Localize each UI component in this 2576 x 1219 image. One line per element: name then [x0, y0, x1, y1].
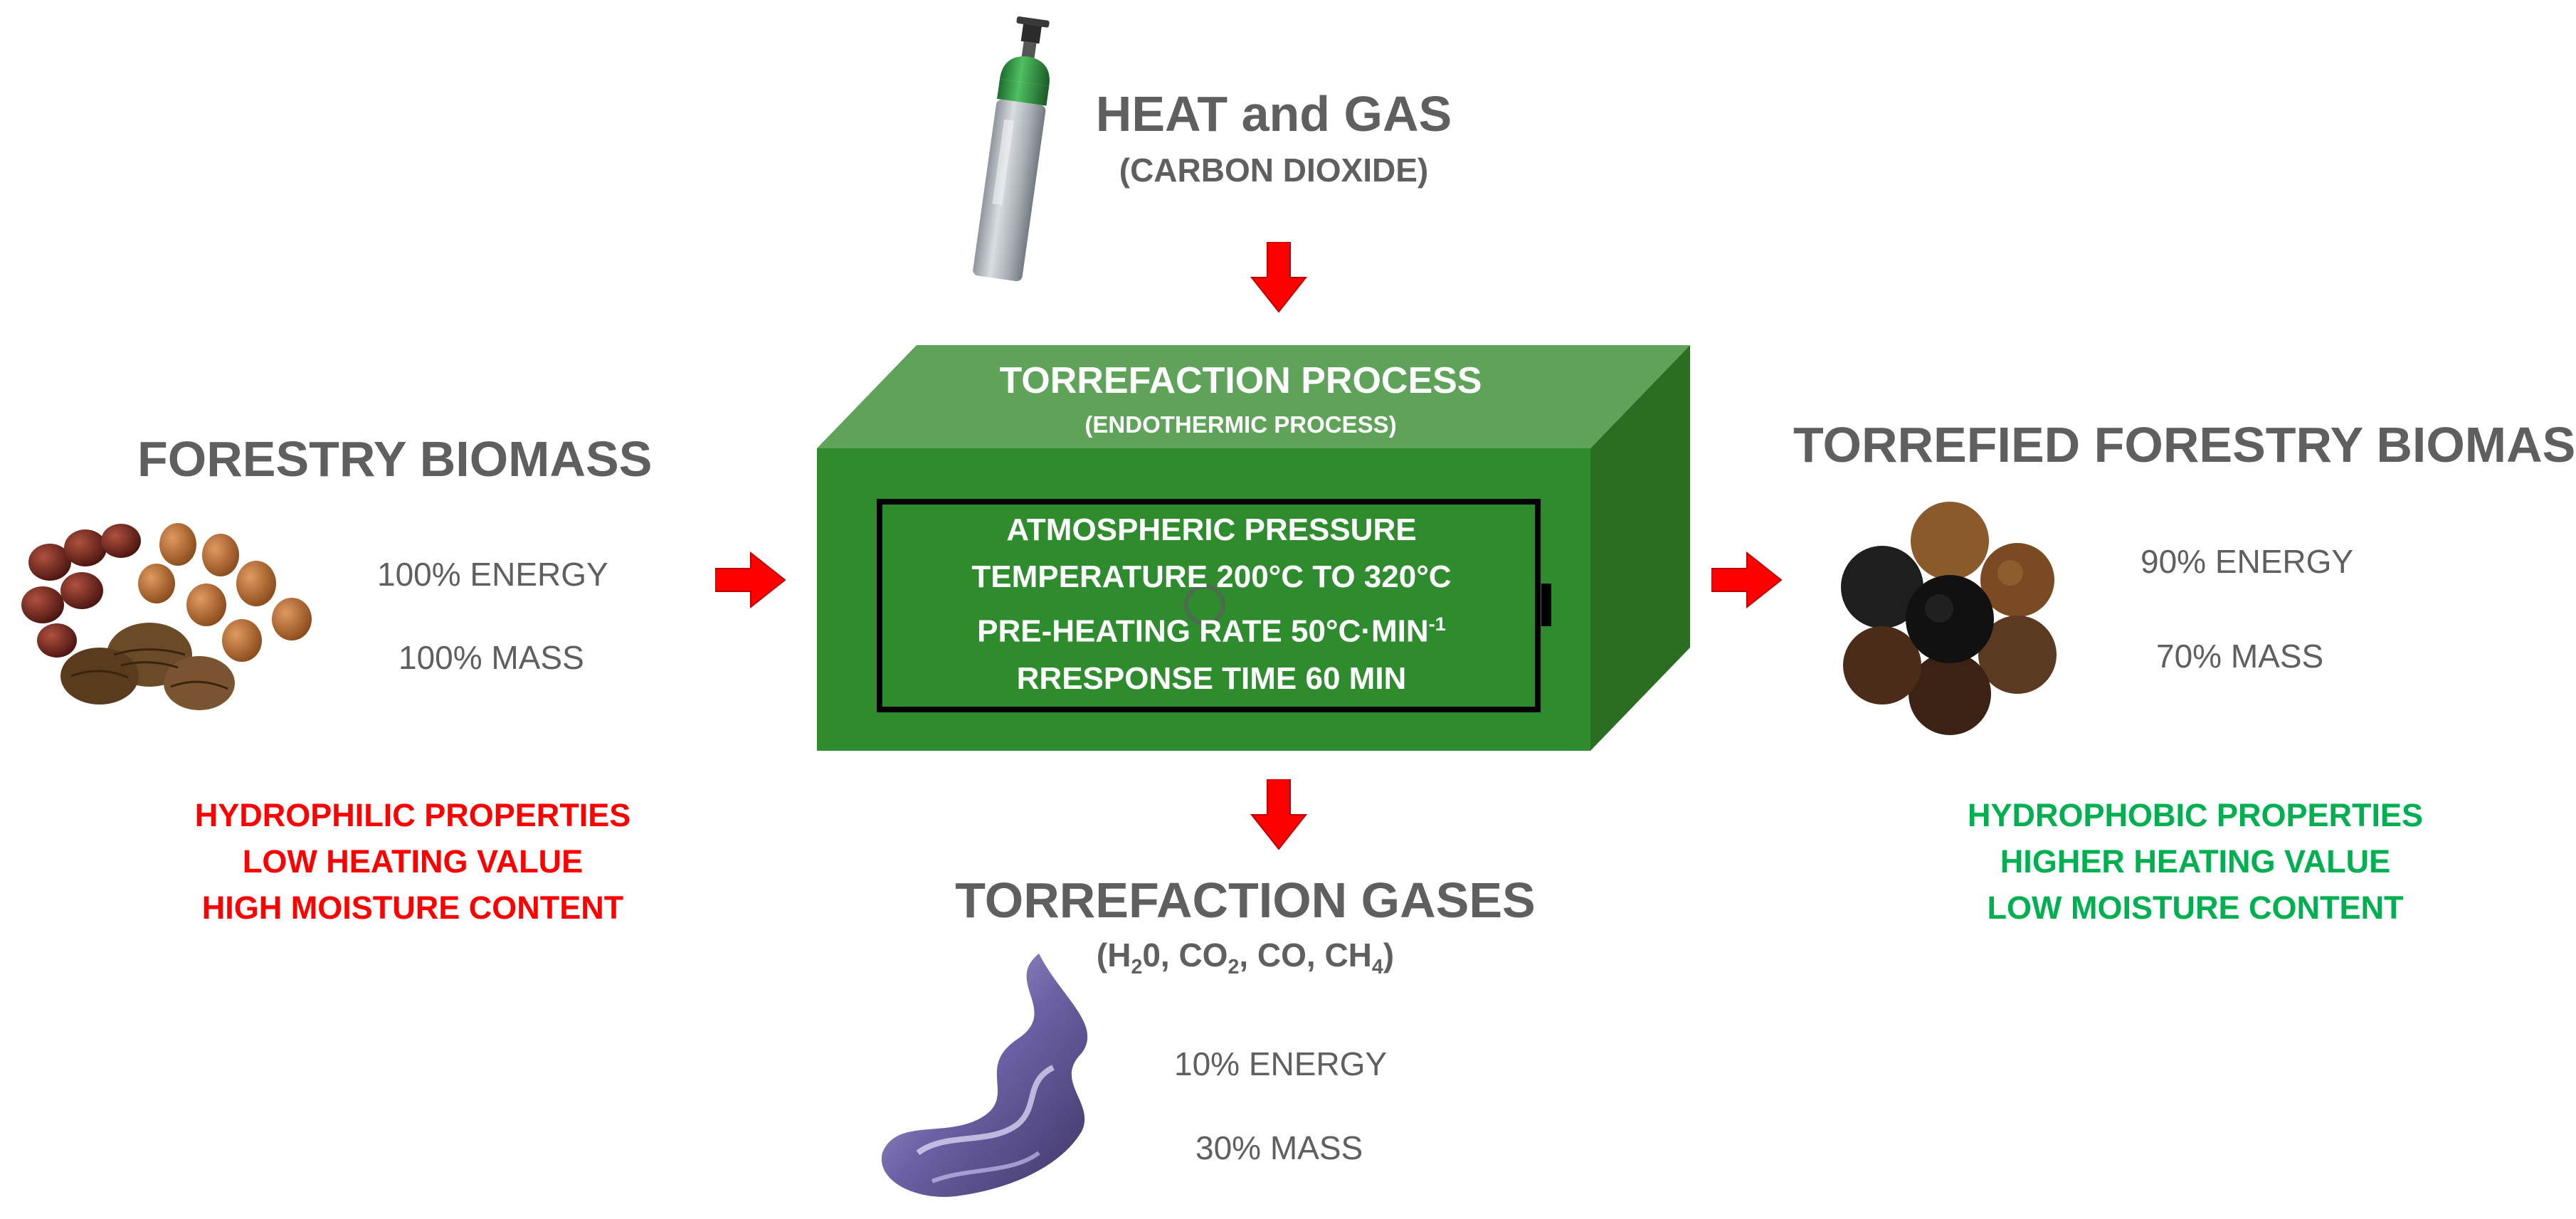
input-property-1: HYDROPHILIC PROPERTIES	[194, 797, 631, 833]
input-mass: 100% MASS	[398, 639, 584, 676]
input-property-2: LOW HEATING VALUE	[242, 843, 584, 880]
process-conditions: ATMOSPHERIC PRESSURE TEMPERATURE 200°C T…	[882, 507, 1541, 702]
heating-rate-text: PRE-HEATING RATE 50°C·MIN	[977, 613, 1429, 649]
output-mass: 70% MASS	[2156, 638, 2324, 675]
condition-time: RRESPONSE TIME 60 MIN	[1016, 660, 1407, 696]
output-title: TORREFIED FORESTRY BIOMASS	[1793, 417, 2576, 473]
gas-cylinder-icon	[973, 16, 1050, 282]
formula-mid: , CO, CH	[1239, 936, 1372, 973]
output-property-1: HYDROPHOBIC PROPERTIES	[1967, 797, 2424, 833]
torrefied-biomass-icon	[1841, 502, 2057, 735]
arrow-icon	[715, 552, 786, 608]
input-property-3: HIGH MOISTURE CONTENT	[201, 890, 624, 926]
arrow-icon	[1250, 779, 1307, 850]
output-property-2: HIGHER HEATING VALUE	[2000, 843, 2391, 880]
condition-heating-rate: PRE-HEATING RATE 50°C·MIN-1	[882, 601, 1541, 655]
condition-pressure: ATMOSPHERIC PRESSURE	[1006, 512, 1417, 547]
formula-h2o-rest: 0, CO	[1142, 936, 1228, 973]
process-title: TORREFACTION PROCESS	[999, 360, 1482, 401]
arrow-icon	[1711, 552, 1783, 608]
input-energy: 100% ENERGY	[377, 556, 608, 593]
output-energy: 90% ENERGY	[2140, 543, 2354, 580]
smoke-icon	[881, 954, 1088, 1197]
formula-ch4-sub: 4	[1371, 956, 1383, 979]
gases-mass: 30% MASS	[1195, 1129, 1363, 1166]
input-properties: HYDROPHILIC PROPERTIES LOW HEATING VALUE…	[157, 792, 669, 931]
heating-rate-exponent: -1	[1428, 613, 1446, 635]
output-property-3: LOW MOISTURE CONTENT	[1987, 890, 2404, 926]
arrow-icon	[1250, 242, 1307, 313]
formula-close: )	[1383, 936, 1395, 973]
heat-gas-title: HEAT and GAS	[1095, 86, 1452, 142]
heat-gas-subtitle: (CARBON DIOXIDE)	[1119, 152, 1429, 189]
nuts-and-cones-icon	[21, 523, 312, 710]
gases-formula: (H20, CO2, CO, CH4)	[996, 936, 1494, 979]
formula-co2-sub: 2	[1228, 956, 1240, 979]
formula-open: (H	[1096, 936, 1131, 973]
process-subtitle: (ENDOTHERMIC PROCESS)	[1084, 411, 1397, 438]
formula-h2o-sub: 2	[1131, 956, 1143, 979]
output-properties: HYDROPHOBIC PROPERTIES HIGHER HEATING VA…	[1939, 792, 2451, 931]
gases-energy: 10% ENERGY	[1174, 1045, 1388, 1082]
torrefaction-box	[817, 345, 1690, 751]
input-title: FORESTRY BIOMASS	[137, 431, 653, 487]
condition-temperature: TEMPERATURE 200°C TO 320°C	[971, 559, 1452, 594]
gases-title: TORREFACTION GASES	[955, 872, 1536, 928]
